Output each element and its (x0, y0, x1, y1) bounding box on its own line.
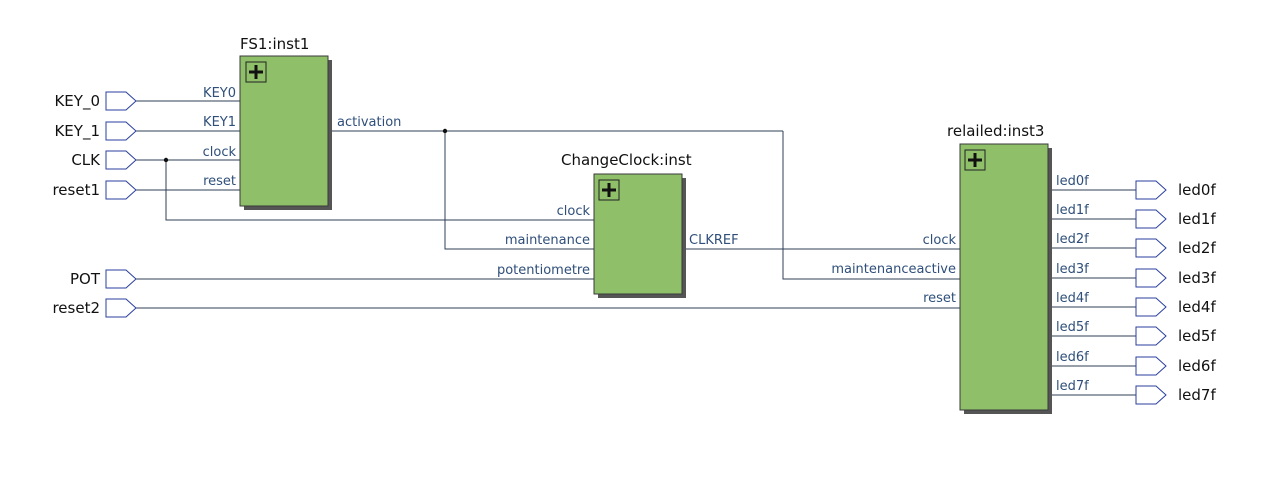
block-changeclock[interactable]: ChangeClock:inst clock maintenance poten… (497, 151, 739, 298)
block-title: FS1:inst1 (240, 35, 309, 53)
port-label: led3f (1056, 262, 1089, 277)
plus-icon[interactable] (245, 61, 267, 83)
port-label: clock (203, 145, 237, 160)
output-pin-led7f[interactable]: led7f (1135, 385, 1216, 405)
port-label: potentiometre (497, 263, 590, 278)
output-pin-led6f[interactable]: led6f (1135, 356, 1216, 376)
output-pin-led4f[interactable]: led4f (1135, 297, 1216, 317)
pin-label: led5f (1178, 327, 1216, 345)
wire-activation-to-maintenanceactive[interactable] (782, 131, 975, 280)
junction-clk (163, 157, 169, 163)
wire-clk-to-changeclock[interactable] (165, 160, 608, 221)
pin-label: POT (70, 270, 101, 288)
port-label: clock (557, 204, 591, 219)
output-pin-led2f[interactable]: led2f (1135, 238, 1216, 258)
pin-label: KEY_1 (54, 122, 100, 141)
output-pin-led0f[interactable]: led0f (1135, 180, 1216, 200)
port-label: led0f (1056, 174, 1089, 189)
wire-activation-to-maintenance[interactable] (444, 131, 608, 250)
pin-label: reset1 (52, 181, 100, 199)
port-label: led5f (1056, 320, 1089, 335)
port-label: reset (203, 174, 236, 189)
plus-icon[interactable] (964, 149, 986, 171)
port-label: maintenanceactive (831, 262, 956, 277)
pin-label: led1f (1178, 210, 1216, 228)
port-label: CLKREF (689, 233, 739, 248)
block-relailed[interactable]: relailed:inst3 clock maintenanceactive r… (831, 122, 1089, 414)
port-label: led1f (1056, 203, 1089, 218)
port-label: clock (923, 233, 957, 248)
block-relailed-body[interactable] (959, 143, 1049, 411)
port-label: led7f (1056, 379, 1089, 394)
port-label: reset (923, 291, 956, 306)
junction-activation (442, 128, 448, 134)
input-pin-key1[interactable]: KEY_1 (54, 121, 137, 141)
pin-label: led0f (1178, 181, 1216, 199)
output-pin-led5f[interactable]: led5f (1135, 326, 1216, 346)
block-title: relailed:inst3 (947, 122, 1044, 140)
pin-label: CLK (71, 151, 101, 169)
port-label: maintenance (505, 233, 590, 248)
port-label: KEY0 (203, 86, 236, 101)
port-label: led4f (1056, 291, 1089, 306)
input-pin-pot[interactable]: POT (70, 269, 137, 289)
port-label: KEY1 (203, 115, 236, 130)
pin-label: KEY_0 (54, 92, 100, 111)
pin-label: led6f (1178, 357, 1216, 375)
input-pin-reset2[interactable]: reset2 (52, 298, 137, 318)
input-pins: KEY_0 KEY_1 CLK reset1 POT reset2 (52, 91, 137, 318)
input-pin-reset1[interactable]: reset1 (52, 180, 137, 200)
input-pin-clk[interactable]: CLK (71, 150, 137, 170)
pin-label: led4f (1178, 298, 1216, 316)
output-pins: led0f led1f led2f led3f led4f led5f led6… (1135, 180, 1216, 405)
port-label: led2f (1056, 232, 1089, 247)
block-title: ChangeClock:inst (561, 151, 692, 169)
output-pin-led3f[interactable]: led3f (1135, 268, 1216, 288)
pin-label: led2f (1178, 239, 1216, 257)
input-pin-key0[interactable]: KEY_0 (54, 91, 137, 111)
output-pin-led1f[interactable]: led1f (1135, 209, 1216, 229)
plus-icon[interactable] (598, 179, 620, 201)
pin-label: reset2 (52, 299, 100, 317)
pin-label: led3f (1178, 269, 1216, 287)
port-label: activation (337, 115, 401, 130)
port-label: led6f (1056, 350, 1089, 365)
block-fs1[interactable]: FS1:inst1 KEY0 KEY1 clock reset activati… (203, 35, 402, 210)
pin-label: led7f (1178, 386, 1216, 404)
